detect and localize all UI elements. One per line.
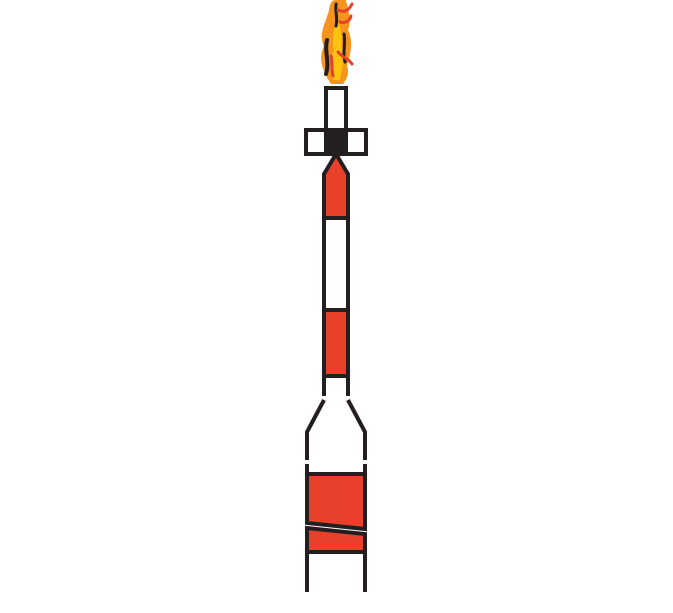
flame-dark-streak-3	[342, 32, 347, 64]
neck-rails	[322, 376, 350, 396]
red-nose-section	[322, 150, 350, 220]
flame-red-streak-2	[338, 14, 353, 24]
flame-dark-streak-1	[324, 38, 330, 76]
white-segment	[322, 216, 350, 312]
flame-red-streak-4	[329, 54, 335, 78]
fin-left	[304, 128, 328, 156]
booster-band	[305, 464, 367, 554]
booster-flare	[305, 399, 367, 460]
flame-dark-streak-2	[334, 2, 339, 28]
flame-yellow	[330, 18, 344, 80]
top-nozzle	[324, 86, 348, 132]
flame-red-streak-1	[336, 2, 354, 13]
flame-red-streak-3	[336, 50, 354, 66]
booster-band-bottom	[305, 525, 367, 554]
fin-right	[344, 128, 368, 156]
booster-base-rails	[305, 552, 367, 592]
red-segment	[322, 308, 350, 378]
booster-band-top	[305, 472, 367, 532]
exhaust-flame	[321, 0, 354, 84]
top-fins	[304, 128, 368, 156]
